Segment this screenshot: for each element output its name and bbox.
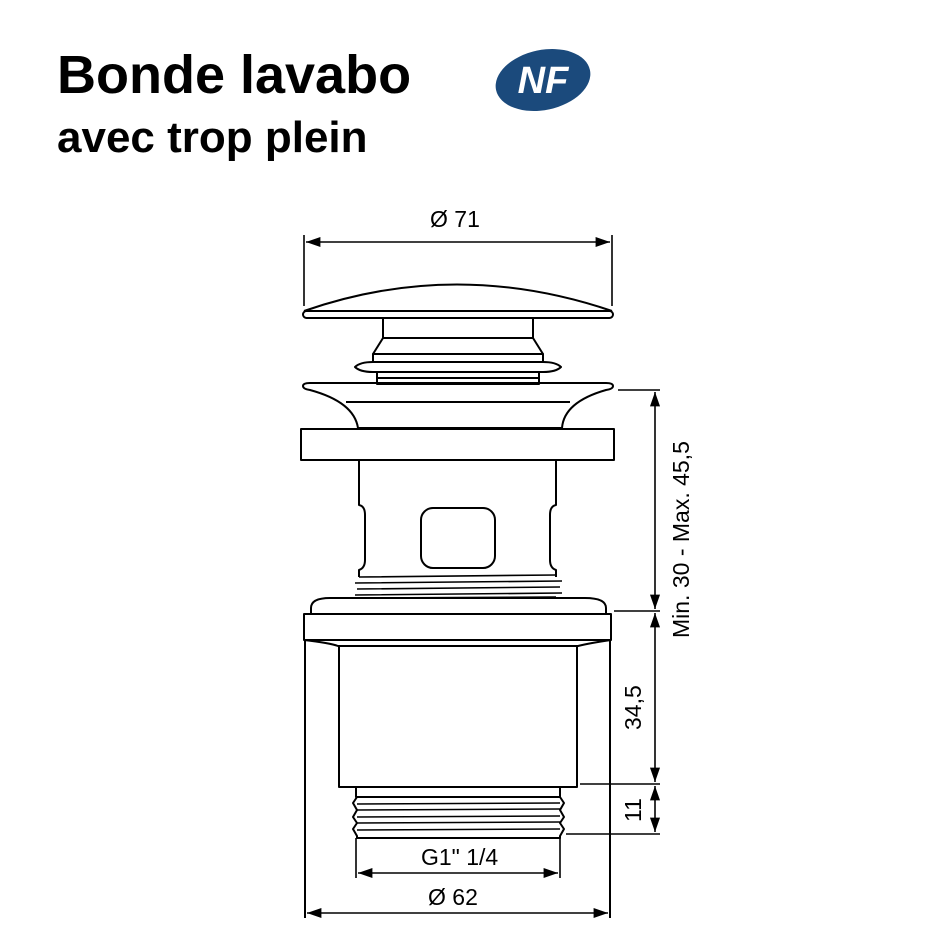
page-title: Bonde lavabo [57,45,412,105]
overflow-opening [420,507,496,569]
upper-body [354,460,563,599]
dimension-cap-diameter [303,235,613,306]
dimension-thread-height [566,786,661,835]
label-thread-height: 11 [620,798,646,822]
page-subtitle: avec trop plein [57,113,368,162]
nf-certification-logo: NF [493,48,593,112]
svg-text:NF: NF [518,60,570,102]
lock-nut [303,597,612,647]
flange [300,382,615,461]
label-thread: G1" 1/4 [421,844,499,870]
nf-logo-icon: NF [495,49,591,111]
dimension-thread [355,838,561,879]
label-cap-diameter: Ø 71 [430,206,480,232]
pop-up-cap [302,283,614,385]
dimension-body-height [580,613,661,785]
label-adjustable-height: Min. 30 - Max. 45,5 [668,441,694,638]
lower-body [304,640,611,918]
dimension-adjustable-height [614,389,661,612]
label-body-height: 34,5 [620,685,646,730]
label-body-diameter: Ø 62 [428,884,478,910]
